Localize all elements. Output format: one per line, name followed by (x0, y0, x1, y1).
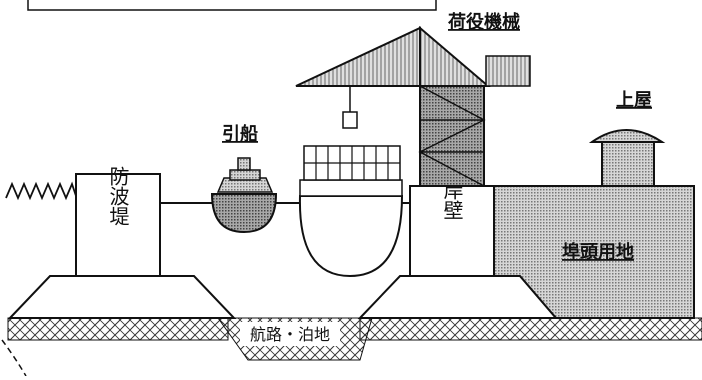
tugboat-label: 引船 (222, 123, 258, 145)
breakwater-block (75, 173, 161, 277)
wharf-land-label: 埠頭用地 (562, 241, 634, 263)
cargo-handling-label: 荷役機械 (448, 11, 520, 33)
breakwater-label: 防波堤 (106, 166, 130, 226)
shed (588, 129, 666, 187)
breakwater-mound (7, 275, 237, 319)
cargo-ship (298, 145, 404, 278)
shed-label: 上屋 (616, 90, 652, 111)
channel-label: 航路・泊地 (250, 325, 330, 344)
dashed-curve (1, 339, 27, 377)
seabed (7, 317, 702, 361)
top-frame-edge (27, 0, 437, 11)
container-stack (303, 145, 401, 181)
quay-wall (409, 185, 495, 277)
crane (295, 25, 531, 187)
channel-label-bg (240, 322, 340, 346)
wave-zigzag (5, 181, 77, 201)
tugboat (210, 157, 278, 234)
